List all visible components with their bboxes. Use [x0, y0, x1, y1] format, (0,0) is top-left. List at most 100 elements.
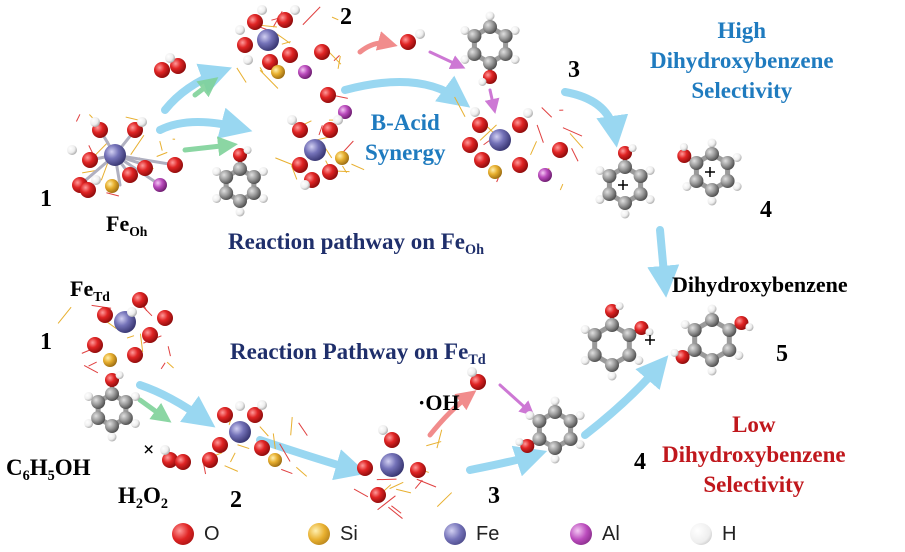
hydrogen-atom — [460, 55, 470, 64]
oxygen-atom — [262, 54, 278, 70]
legend-label-fe: Fe — [476, 522, 500, 545]
low-selectivity-label: Low Dihydroxybenzene Selectivity — [662, 410, 846, 500]
silicon-atom — [103, 353, 117, 367]
oxygen-atom — [154, 62, 170, 78]
carbon-atom — [602, 169, 617, 183]
low-line-1: Low — [732, 412, 776, 437]
framework-wire — [496, 177, 499, 183]
framework-wire — [331, 16, 339, 21]
oxygen-atom — [282, 47, 298, 63]
carbon-atom — [548, 441, 562, 455]
carbon-atom — [498, 47, 513, 61]
oxygen-atom-icon — [172, 523, 194, 545]
carbon-atom — [605, 358, 619, 372]
resorcinol-product — [670, 304, 754, 376]
reaction-arrow — [561, 88, 629, 148]
legend-item-al: Al — [570, 522, 620, 546]
iron-atom — [104, 144, 126, 166]
aluminum-atom — [338, 105, 352, 119]
framework-wire — [160, 362, 166, 370]
hydrogen-atom — [212, 194, 222, 203]
reaction-arrow — [341, 75, 471, 108]
carbon-atom — [705, 313, 719, 327]
oxygen-atom — [470, 374, 486, 390]
framework-wire — [167, 346, 171, 357]
times-symbol: × — [143, 439, 155, 461]
oxygen-atom — [472, 117, 488, 133]
step-5: 5 — [776, 341, 788, 367]
oxygen-atom — [520, 439, 535, 453]
reaction-arrow — [581, 355, 669, 439]
dihydroxybenzene-label: Dihydroxybenzene — [672, 272, 848, 297]
hydroxyl-radical-bottom — [467, 367, 486, 390]
framework-wire — [236, 67, 247, 83]
framework-wire — [389, 481, 404, 490]
carbon-atom — [563, 414, 578, 428]
framework-wire — [479, 124, 497, 141]
framework-wire — [562, 127, 583, 137]
hydrogen-atom — [707, 304, 717, 314]
hydrogen-atom — [707, 366, 717, 376]
framework-wire — [454, 96, 466, 117]
oxygen-atom — [605, 304, 619, 318]
reaction-arrow — [484, 88, 500, 114]
aluminum-atom — [153, 178, 167, 192]
hydrogen-atom — [243, 146, 252, 155]
oxygen-atom — [512, 117, 528, 133]
carbon-atom — [91, 411, 106, 425]
oxygen-atom — [87, 337, 103, 353]
legend-item-h: H — [690, 522, 736, 546]
phenol-intermediate-bottom — [515, 396, 585, 464]
framework-wire — [396, 488, 412, 494]
oxygen-atom — [170, 58, 186, 74]
hydrogen-atom — [130, 419, 140, 428]
intermediate-molecule-top — [460, 11, 520, 86]
oxygen-atom — [237, 37, 253, 53]
fe-oh-title-main: Reaction pathway on Fe — [228, 229, 466, 254]
framework-wire — [571, 148, 579, 162]
oxygen-atom — [233, 148, 247, 162]
reaction-arrow — [647, 226, 680, 298]
oxygen-atom — [137, 160, 153, 176]
carbon-atom — [105, 387, 119, 401]
hydrogen-atom — [607, 371, 617, 381]
catechol-product — [580, 302, 654, 381]
hydrogen-atom — [287, 115, 297, 125]
carbon-atom — [118, 395, 133, 409]
hydrogen-atom — [525, 411, 535, 420]
hydrogen-atom-icon — [690, 523, 712, 545]
hydrogen-atom — [595, 195, 605, 204]
carbon-atom — [233, 162, 247, 176]
bottom-step-4: 4 — [634, 449, 646, 475]
fe-oh-step3-cluster — [454, 96, 584, 191]
oxygen-atom — [277, 12, 293, 28]
framework-wire — [559, 183, 564, 191]
silicon-atom — [271, 65, 285, 79]
carbon-atom — [602, 187, 617, 201]
oxygen-atom — [634, 321, 649, 335]
hydrogen-atom — [415, 29, 425, 39]
fe-oh-title-sub: Oh — [465, 241, 485, 258]
oxygen-atom — [132, 292, 148, 308]
framework-wire — [106, 321, 117, 330]
framework-wire — [237, 444, 250, 450]
reaction-arrow — [357, 31, 398, 55]
framework-wire — [290, 165, 298, 180]
oxygen-atom — [105, 373, 119, 387]
framework-wire — [295, 466, 308, 477]
hydrogen-atom — [620, 209, 630, 219]
framework-wire — [57, 306, 72, 324]
aluminum-atom-icon — [570, 523, 592, 545]
framework-wire — [230, 452, 236, 463]
hydrogen-atom — [160, 445, 170, 455]
hydrogen-atom — [485, 11, 495, 21]
hydrogen-atom — [680, 320, 690, 329]
hydrogen-atom — [137, 117, 147, 127]
carbon-atom — [687, 343, 702, 357]
reaction-arrow — [498, 383, 535, 417]
oxygen-atom — [357, 460, 373, 476]
hydrogen-atom — [580, 325, 590, 334]
hydrogen-atom — [258, 167, 268, 176]
